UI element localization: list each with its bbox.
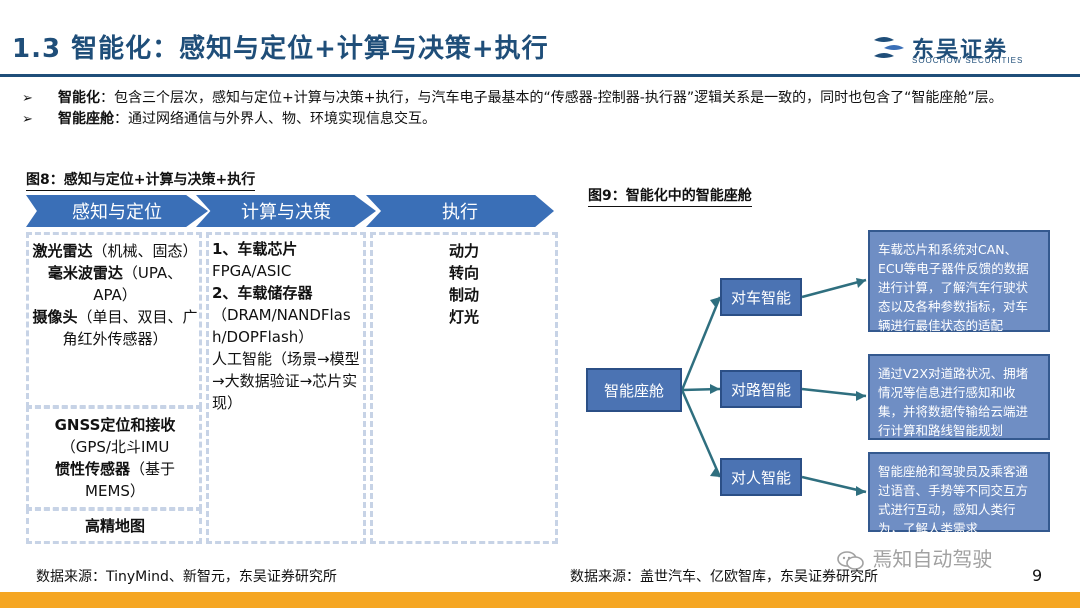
list-item: 激光雷达（机械、固态） — [32, 242, 198, 260]
page-number: 9 — [1032, 566, 1043, 585]
company-logo: 东吴证券 SOOCHOW SECURITIES — [870, 34, 1070, 70]
bullet-item: ➢ 智能化：包含三个层次，感知与定位+计算与决策+执行，与汽车电子最基本的“传感… — [22, 88, 1062, 109]
diagram-connectors — [680, 278, 867, 496]
bullet-term: 智能化 — [58, 90, 100, 106]
node-vehicle-intelligence: 对车智能 — [720, 278, 802, 316]
node-smart-cockpit: 智能座舱 — [586, 368, 682, 412]
page-title: 1.3 智能化：感知与定位+计算与决策+执行 — [12, 34, 549, 64]
arrow-bullet-icon: ➢ — [22, 91, 33, 106]
decision-box — [206, 232, 366, 544]
node-road-intelligence: 对路智能 — [720, 370, 802, 408]
bullet-term: 智能座舱 — [58, 111, 114, 127]
footer-bar — [0, 592, 1080, 608]
positioning-list: GNSS定位和接收（GPS/北斗IMU 惯性传感器（基于MEMS） — [30, 414, 200, 502]
chevron-perception: 感知与定位 — [26, 195, 208, 227]
soochow-logo-icon — [874, 37, 904, 58]
list-item: 转向 — [448, 264, 479, 282]
list-item: 制动 — [448, 286, 479, 304]
list-item: 毫米波雷达（UPA、APA） — [47, 264, 183, 304]
watermark: 焉知自动驾驶 — [836, 543, 992, 572]
bullet-text: ：包含三个层次，感知与定位+计算与决策+执行，与汽车电子最基本的“传感器-控制器… — [100, 90, 1003, 106]
node-human-intelligence: 对人智能 — [720, 458, 802, 496]
hd-map-label: 高精地图 — [84, 517, 145, 535]
smart-cockpit-diagram: 智能座舱 对车智能 对路智能 对人智能 车载芯片和系统对CAN、ECU等电子器件… — [580, 220, 1060, 540]
execution-list: 动力 转向 制动 灯光 — [372, 240, 556, 328]
logo-text-cn: 东吴证券 — [912, 38, 1009, 63]
figure8-caption: 图8：感知与定位+计算与决策+执行 — [26, 169, 256, 191]
list-item: 人工智能（场景→模型→大数据验证→芯片实现） — [212, 350, 360, 412]
list-item: 惯性传感器（基于MEMS） — [54, 460, 176, 500]
logo-text-en: SOOCHOW SECURITIES — [912, 56, 1024, 65]
bullet-list: ➢ 智能化：包含三个层次，感知与定位+计算与决策+执行，与汽车电子最基本的“传感… — [22, 88, 1062, 130]
list-item: 摄像头（单目、双目、广角红外传感器） — [32, 308, 198, 348]
header-divider — [0, 74, 1080, 77]
source-note-right: 数据来源：盖世汽车、亿欧智库，东吴证券研究所 — [570, 569, 878, 585]
watermark-text: 焉知自动驾驶 — [872, 547, 993, 571]
page-header: 1.3 智能化：感知与定位+计算与决策+执行 东吴证券 SOOCHOW SECU… — [0, 0, 1080, 78]
bullet-text: ：通过网络通信与外界人、物、环境实现信息交互。 — [114, 111, 436, 127]
chevron-decision: 计算与决策 — [196, 195, 376, 227]
desc-human-intelligence: 智能座舱和驾驶员及乘客通过语音、手势等不同交互方式进行互动，感知人类行为，了解人… — [868, 452, 1050, 536]
desc-road-intelligence: 通过V2X对道路状况、拥堵情况等信息进行感知和收集，并将数据传输给云端进行计算和… — [868, 354, 1050, 440]
wechat-icon — [837, 550, 864, 570]
chevron-execution: 执行 — [366, 195, 554, 227]
list-item: GNSS定位和接收（GPS/北斗IMU — [54, 416, 176, 456]
arrow-bullet-icon: ➢ — [22, 112, 33, 127]
perception-map-box — [26, 508, 202, 544]
list-item: 2、车载储存器（DRAM/NANDFlash/DOPFlash） — [212, 284, 351, 346]
figure9-caption: 图9：智能化中的智能座舱 — [588, 185, 752, 207]
desc-vehicle-intelligence: 车载芯片和系统对CAN、ECU等电子器件反馈的数据进行计算，了解汽车行驶状态以及… — [868, 230, 1050, 333]
list-item: 动力 — [448, 242, 479, 260]
execution-box — [370, 232, 558, 544]
sensor-list: 激光雷达（机械、固态） 毫米波雷达（UPA、APA） 摄像头（单目、双目、广角红… — [30, 240, 200, 350]
source-note-left: 数据来源：TinyMind、新智元，东吴证券研究所 — [36, 569, 337, 585]
list-item: 灯光 — [448, 308, 479, 326]
bullet-item: ➢ 智能座舱：通过网络通信与外界人、物、环境实现信息交互。 — [22, 109, 1062, 130]
